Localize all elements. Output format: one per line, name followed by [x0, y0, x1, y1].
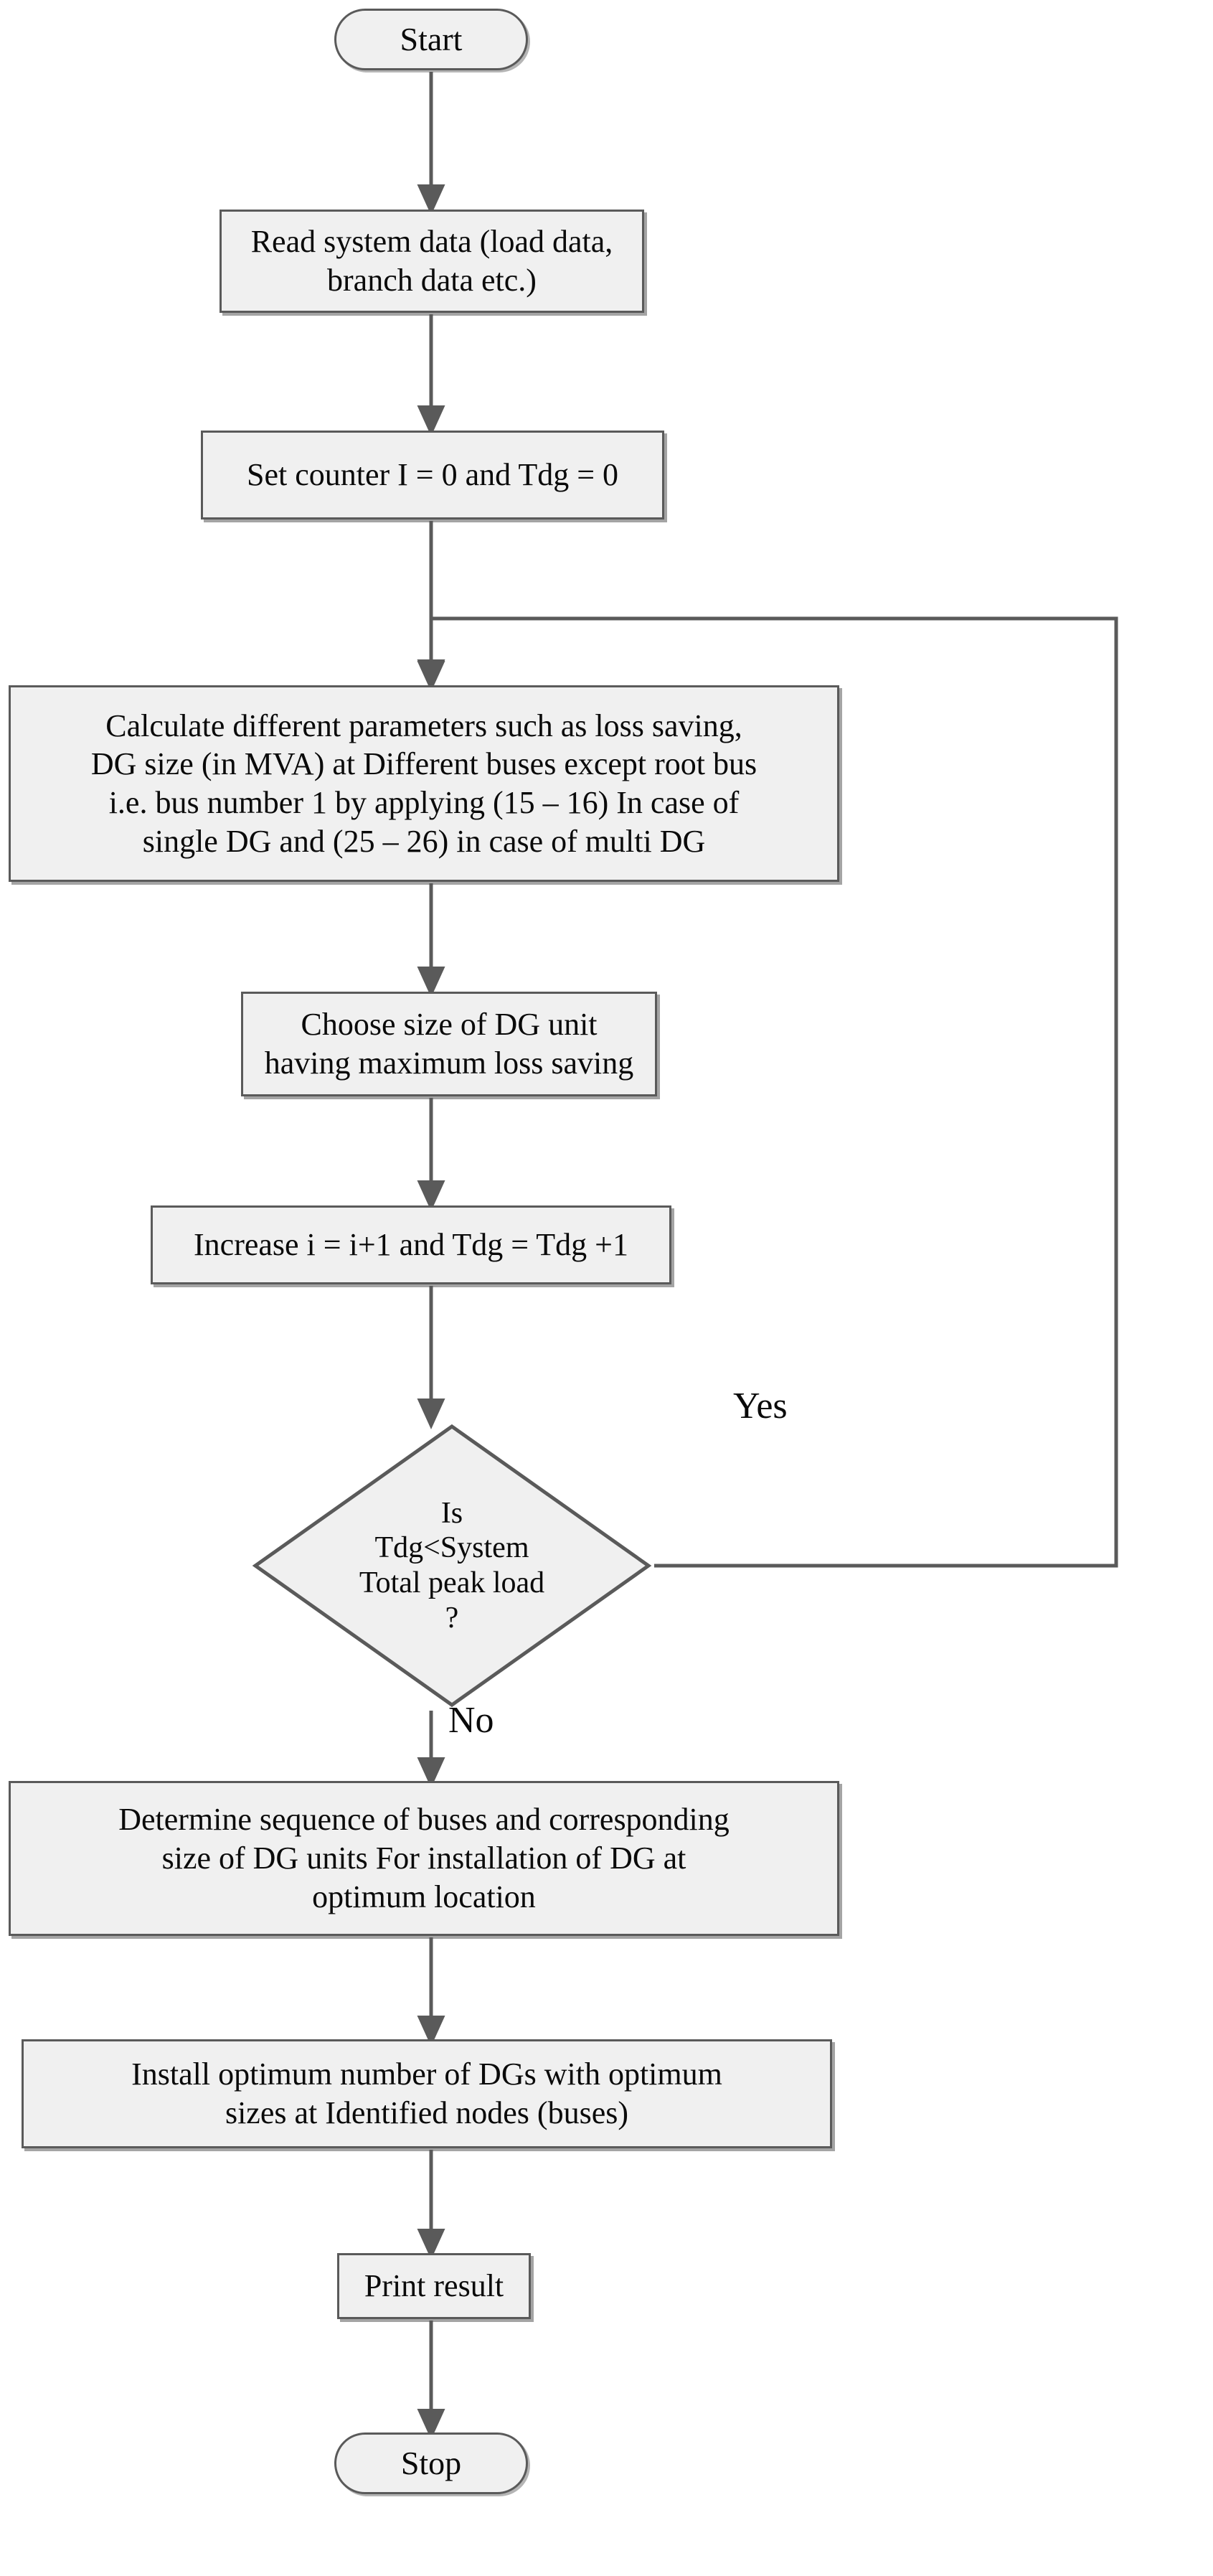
node-start[interactable]: Start [334, 9, 528, 70]
node-read-system-data[interactable]: Read system data (load data, branch data… [220, 210, 644, 313]
node-set-counter-label: Set counter I = 0 and Tdg = 0 [246, 457, 619, 493]
edge-label-no: No [448, 1700, 494, 1741]
node-choose-dg-size-label: Choose size of DG unit having maximum lo… [264, 1007, 634, 1081]
node-install-dgs-label: Install optimum number of DGs with optim… [131, 2056, 722, 2130]
node-print-result-label: Print result [364, 2268, 504, 2304]
node-increase-counter[interactable]: Increase i = i+1 and Tdg = Tdg +1 [151, 1205, 671, 1284]
node-set-counter[interactable]: Set counter I = 0 and Tdg = 0 [201, 431, 664, 520]
node-install-dgs[interactable]: Install optimum number of DGs with optim… [22, 2039, 832, 2148]
node-print-result[interactable]: Print result [337, 2253, 531, 2319]
node-calculate-parameters[interactable]: Calculate different parameters such as l… [9, 685, 839, 882]
node-decision-tdg-check[interactable]: Is Tdg<System Total peak load ? [251, 1422, 653, 1709]
node-determine-sequence[interactable]: Determine sequence of buses and correspo… [9, 1781, 839, 1936]
node-choose-dg-size[interactable]: Choose size of DG unit having maximum lo… [241, 992, 657, 1096]
edge-label-yes: Yes [733, 1386, 788, 1426]
node-read-system-data-label: Read system data (load data, branch data… [250, 224, 613, 298]
node-stop-label: Stop [400, 2444, 462, 2481]
node-determine-sequence-label: Determine sequence of buses and correspo… [118, 1802, 730, 1914]
node-start-label: Start [400, 20, 463, 57]
node-calculate-parameters-label: Calculate different parameters such as l… [90, 708, 757, 859]
node-stop[interactable]: Stop [334, 2432, 528, 2494]
node-increase-counter-label: Increase i = i+1 and Tdg = Tdg +1 [194, 1227, 628, 1263]
decision-diamond-shape [252, 1424, 652, 1708]
